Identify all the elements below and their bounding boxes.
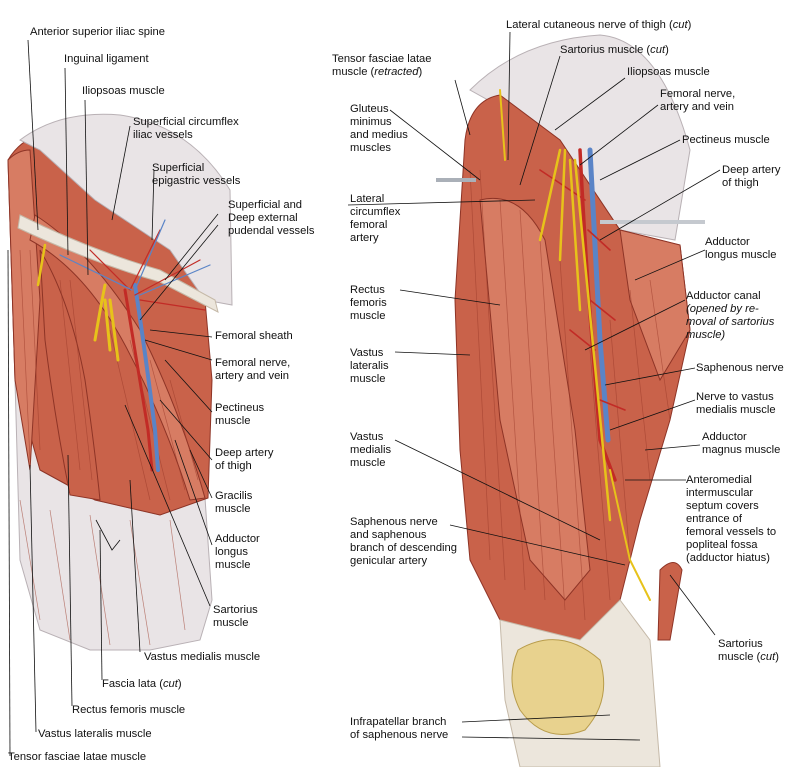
label-rectus-femoris-right: Rectus femoris muscle — [350, 284, 387, 322]
right-saphenous-nerve — [609, 469, 651, 601]
left-femoral-vein — [133, 283, 160, 472]
label-nerve-to-vastus-medialis: Nerve to vastus medialis muscle — [696, 391, 776, 416]
label-inguinal-ligament: Inguinal ligament — [64, 53, 149, 65]
label-iliopsoas-muscle-left: Iliopsoas muscle — [82, 85, 165, 97]
label-pectineus-muscle-right: Pectineus muscle — [682, 134, 770, 146]
label-external-pudendal-vessels: Superficial and Deep external pudendal v… — [228, 199, 315, 237]
label-saphenous-nerve: Saphenous nerve — [696, 362, 784, 374]
label-infrapatellar-branch: Infrapatellar branch of saphenous nerve — [350, 716, 449, 741]
label-lateral-cutaneous-nerve: Lateral cutaneous nerve of thigh (cut) — [506, 19, 692, 31]
label-lateral-circumflex-femoral-artery: Lateral circumflex femoral artery — [350, 193, 401, 244]
label-deep-artery-of-thigh-right: Deep artery of thigh — [722, 164, 781, 189]
label-superficial-circumflex-iliac-vessels: Superficial circumflex iliac vessels — [133, 116, 239, 141]
label-adductor-magnus: Adductor magnus muscle — [702, 431, 781, 456]
label-tensor-fasciae-latae-left: Tensor fasciae latae muscle — [8, 751, 147, 763]
right-patella — [511, 639, 605, 735]
label-vastus-medialis-left: Vastus medialis muscle — [144, 651, 261, 663]
right-rectus-femoris — [479, 197, 591, 601]
left-femoral-nerve — [93, 283, 120, 362]
left-thigh-figure — [7, 113, 233, 651]
retractor-right — [600, 220, 705, 224]
label-sartorius-muscle-cut-top: Sartorius muscle (cut) — [560, 44, 669, 56]
label-gracilis-muscle: Gracilis muscle — [215, 490, 253, 515]
right-femoral-vein — [587, 147, 611, 443]
label-femoral-nerve-artery-vein-left: Femoral nerve, artery and vein — [215, 357, 291, 382]
label-anterior-superior-iliac-spine: Anterior superior iliac spine — [30, 26, 165, 38]
label-saphenous-nerve-genicular-branch: Saphenous nerve and saphenous branch of … — [350, 516, 457, 567]
label-iliopsoas-muscle-right: Iliopsoas muscle — [627, 66, 710, 78]
label-femoral-sheath: Femoral sheath — [215, 330, 293, 342]
label-rectus-femoris-left: Rectus femoris muscle — [72, 704, 186, 716]
label-adductor-longus-left: Adductor longus muscle — [215, 533, 260, 571]
label-vastus-lateralis-right: Vastus lateralis muscle — [350, 347, 389, 385]
label-gluteus-minimus-medius: Gluteus minimus and medius muscles — [350, 103, 408, 154]
leader-lines — [7, 31, 721, 757]
label-tensor-fasciae-latae-retracted: Tensor fasciae latae muscle (retracted) — [332, 53, 432, 78]
label-deep-artery-of-thigh-left: Deep artery of thigh — [215, 447, 274, 472]
label-vastus-lateralis-left: Vastus lateralis muscle — [38, 728, 152, 740]
right-sartorius-cut — [657, 562, 683, 641]
label-femoral-nerve-artery-vein-right: Femoral nerve, artery and vein — [660, 88, 736, 113]
label-sartorius-muscle-left: Sartorius muscle — [213, 604, 258, 629]
label-fascia-lata-cut: Fascia lata (cut) — [102, 678, 182, 690]
label-vastus-medialis-right: Vastus medialis muscle — [350, 431, 392, 469]
label-adductor-longus-right: Adductor longus muscle — [705, 236, 777, 261]
label-sartorius-muscle-cut-knee: Sartorius muscle (cut) — [718, 638, 779, 663]
label-pectineus-muscle-left: Pectineus muscle — [215, 402, 265, 427]
left-femoral-artery — [123, 288, 154, 472]
label-anteromedial-intermuscular-septum: Anteromedial intermuscular septum covers… — [686, 474, 777, 564]
retractor-left — [436, 178, 476, 182]
left-abdominal-fascia — [19, 113, 233, 306]
label-adductor-canal: Adductor canal(opened by re- moval of sa… — [686, 290, 775, 341]
right-adductor-longus — [619, 229, 691, 382]
right-femoral-nerve — [538, 148, 612, 522]
left-sartorius — [29, 214, 206, 501]
label-superficial-epigastric-vessels: Superficial epigastric vessels — [152, 162, 241, 187]
right-thigh-figure — [436, 34, 705, 767]
